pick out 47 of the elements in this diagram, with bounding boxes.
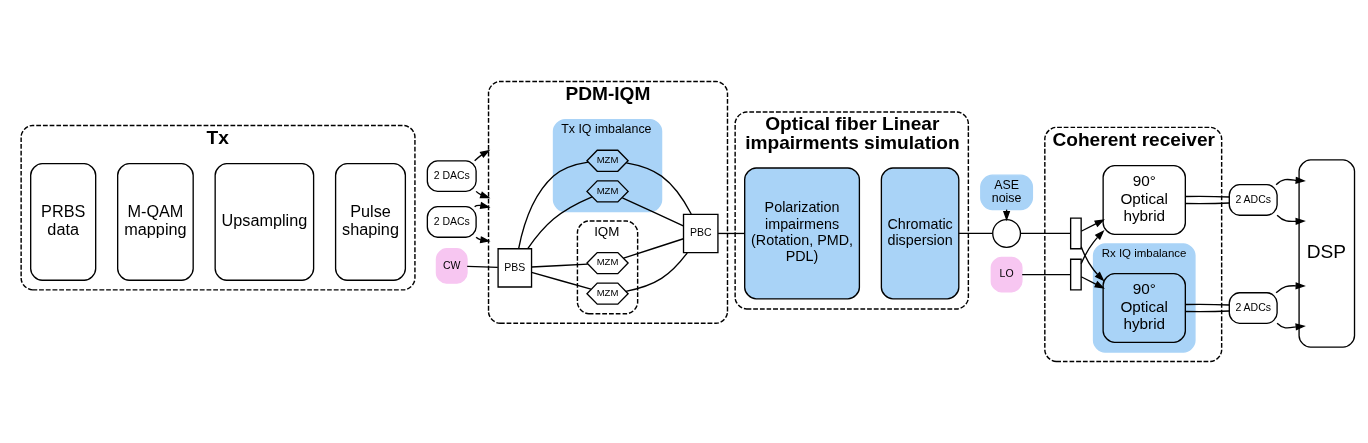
node-box: CW bbox=[435, 248, 468, 284]
connector bbox=[518, 161, 589, 250]
connector bbox=[530, 263, 589, 268]
connector bbox=[717, 232, 746, 235]
connector bbox=[958, 232, 993, 235]
connector bbox=[530, 271, 592, 290]
arrow bbox=[474, 149, 491, 162]
connector bbox=[1184, 195, 1230, 198]
node-box: PRBS data bbox=[30, 163, 97, 281]
connector bbox=[1184, 303, 1230, 306]
node-box bbox=[1069, 258, 1082, 291]
arrow bbox=[1275, 176, 1306, 186]
connector bbox=[625, 252, 688, 292]
node-box: PBC bbox=[682, 213, 719, 254]
connector bbox=[527, 196, 593, 250]
node-box: Polarization impairmens (Rotation, PMD, PDL) bbox=[744, 167, 861, 300]
arrow bbox=[1080, 219, 1105, 232]
connector bbox=[1019, 232, 1072, 235]
node-box: 90° Optical hybrid bbox=[1102, 164, 1186, 236]
connector bbox=[1184, 310, 1230, 313]
connector bbox=[622, 238, 685, 259]
connector bbox=[621, 197, 684, 227]
node-circle bbox=[992, 218, 1022, 248]
connector bbox=[1021, 273, 1072, 276]
node-box: DSP bbox=[1298, 159, 1356, 348]
node-box: Pulse shaping bbox=[334, 163, 407, 281]
arrow bbox=[1276, 322, 1306, 331]
arrow bbox=[1080, 246, 1105, 282]
node-box: Upsampling bbox=[214, 163, 315, 281]
arrow bbox=[1080, 276, 1105, 289]
node-box: PBS bbox=[497, 248, 533, 288]
connector bbox=[466, 265, 499, 269]
node-box: 2 ADCs bbox=[1228, 184, 1278, 216]
connector bbox=[625, 162, 692, 215]
node-box bbox=[1069, 217, 1082, 250]
node-box: 2 DACs bbox=[426, 206, 477, 238]
arrow bbox=[1080, 230, 1105, 265]
node-box: M-QAM mapping bbox=[117, 163, 194, 281]
arrow bbox=[1276, 214, 1306, 225]
node-box: 2 ADCs bbox=[1228, 292, 1278, 324]
node-box: 90° Optical hybrid bbox=[1102, 272, 1186, 344]
node-box: Chromatic dispersion bbox=[880, 167, 960, 300]
node-box: 2 DACs bbox=[426, 160, 477, 193]
arrow bbox=[475, 190, 491, 199]
connector bbox=[1184, 202, 1230, 205]
node-box: LO bbox=[990, 256, 1023, 293]
arrow bbox=[1275, 282, 1306, 294]
